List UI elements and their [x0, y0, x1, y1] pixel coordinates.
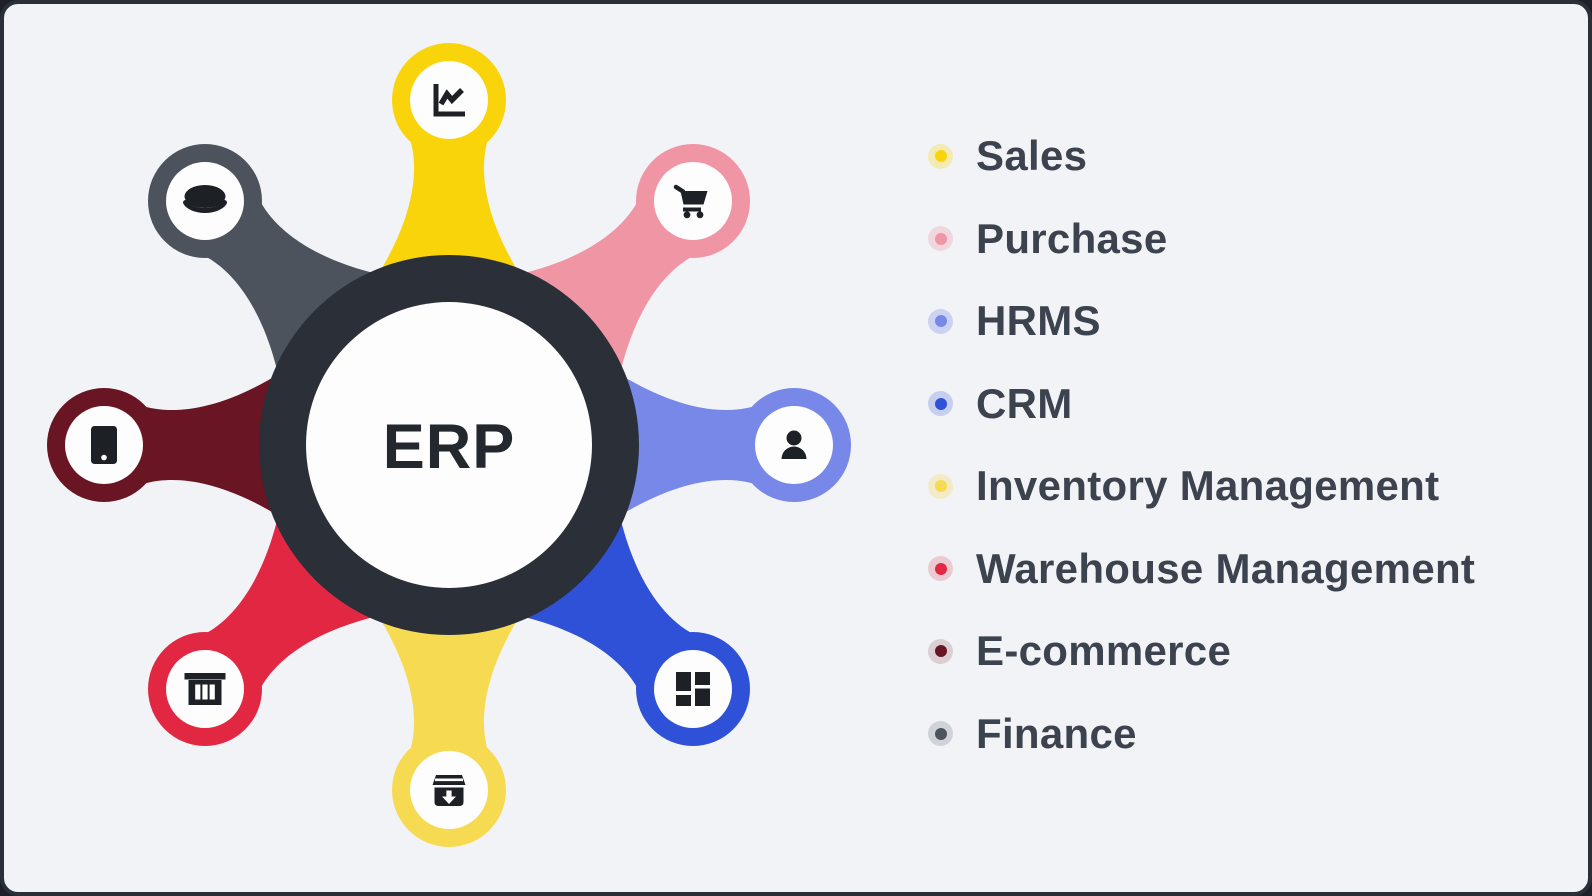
spoke-purchase — [489, 186, 708, 405]
legend-label: HRMS — [976, 297, 1101, 344]
spoke-inventory-management — [361, 590, 537, 765]
shopping-cart-icon — [673, 184, 708, 219]
legend-dot — [934, 645, 947, 657]
node-crm — [636, 632, 750, 746]
legend-item-purchase: Purchase — [928, 217, 1475, 261]
legend-item-crm: CRM — [928, 382, 1475, 426]
spoke-e-commerce — [129, 357, 304, 533]
legend-label: Sales — [976, 132, 1088, 179]
legend-dot-halo — [928, 226, 953, 251]
legend: Sales Purchase HRMS CRM Inventory Manage… — [928, 134, 1475, 756]
legend-label: CRM — [976, 379, 1073, 427]
dashboard-grid-icon — [676, 672, 710, 706]
node-e-commerce — [47, 388, 161, 502]
legend-item-hrms: HRMS — [928, 299, 1475, 343]
legend-dot — [934, 562, 947, 575]
legend-dot — [934, 397, 947, 410]
erp-center-disc — [306, 302, 592, 588]
legend-dot — [934, 480, 947, 492]
node-purchase — [636, 144, 750, 258]
spoke-crm — [489, 485, 708, 704]
legend-dot-halo — [928, 391, 953, 416]
legend-label: Purchase — [976, 214, 1168, 262]
erp-diagram: ERP — [47, 43, 851, 847]
legend-dot — [934, 727, 947, 740]
legend-item-warehouse-management: Warehouse Management — [928, 547, 1475, 591]
coin-icon — [183, 185, 227, 213]
node-sales — [392, 43, 506, 157]
erp-center-label: ERP — [383, 412, 516, 482]
node-hrms — [737, 388, 851, 502]
legend-label: Finance — [976, 709, 1137, 757]
legend-item-sales: Sales — [928, 134, 1475, 178]
spoke-warehouse-management — [190, 485, 409, 704]
bank-building-icon — [184, 673, 226, 705]
node-finance — [148, 144, 262, 258]
archive-box-icon — [432, 775, 466, 806]
legend-dot-halo — [928, 143, 953, 169]
legend-dot — [934, 232, 947, 245]
spoke-finance — [190, 186, 409, 405]
legend-item-inventory-management: Inventory Management — [928, 464, 1475, 508]
legend-dot-halo — [928, 721, 953, 746]
legend-item-e-commerce: E-commerce — [928, 629, 1475, 673]
node-disc — [654, 650, 732, 728]
legend-dot-halo — [928, 473, 953, 499]
legend-dot — [934, 150, 947, 162]
spoke-sales — [361, 125, 537, 300]
mobile-phone-icon — [91, 426, 117, 464]
legend-label: E-commerce — [976, 627, 1232, 674]
legend-dot-halo — [928, 638, 953, 664]
person-icon — [781, 430, 807, 459]
legend-dot-halo — [928, 308, 953, 334]
node-inventory-management — [392, 733, 506, 847]
line-chart-icon — [433, 84, 465, 117]
legend-item-finance: Finance — [928, 712, 1475, 756]
spoke-hrms — [594, 357, 769, 533]
legend-dot-halo — [928, 556, 953, 581]
node-warehouse-management — [148, 632, 262, 746]
legend-dot — [934, 315, 947, 327]
legend-label: Warehouse Management — [976, 544, 1476, 592]
legend-label: Inventory Management — [976, 462, 1440, 509]
